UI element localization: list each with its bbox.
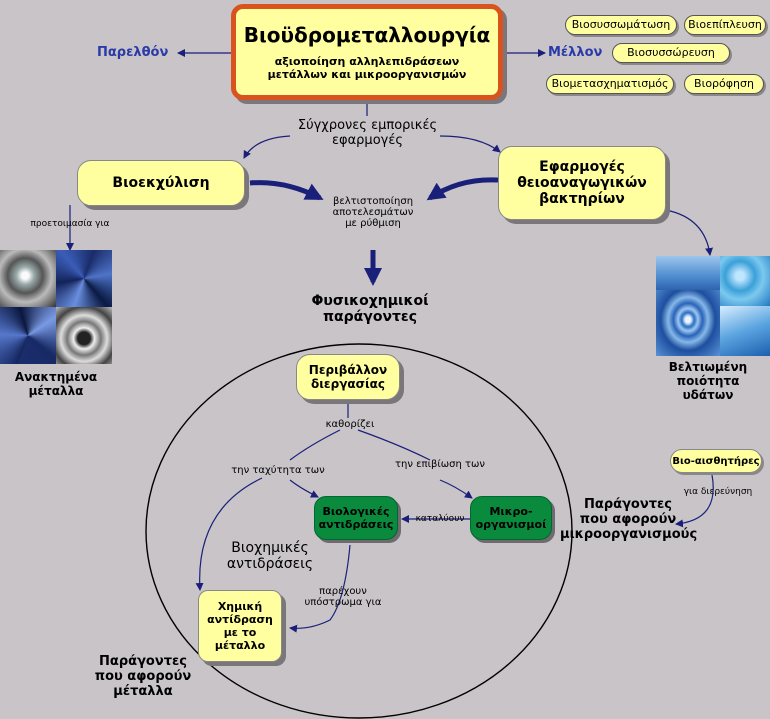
biochemical-line2: αντιδράσεις bbox=[226, 556, 314, 572]
microorganisms-box: Μικρο- οργανισμοί bbox=[470, 496, 552, 540]
modern-apps-label: Σύγχρονες εμπορικές εφαρμογές bbox=[280, 118, 455, 148]
optimization-line2: αποτελεσμάτων bbox=[332, 207, 414, 218]
physchem-factors-label: Φυσικοχημικοί παράγοντες bbox=[290, 293, 450, 325]
recovered-metals-line1: Ανακτημένα bbox=[14, 370, 98, 384]
chemical-reaction-line3: με το bbox=[223, 626, 257, 639]
bio-reactions-box: Βιολογικές αντιδράσεις bbox=[314, 496, 398, 540]
arrow-sulfate-optimization bbox=[426, 177, 499, 201]
physchem-line2: παράγοντες bbox=[322, 309, 418, 325]
bioleaching-label: Βιοεκχύλιση bbox=[112, 175, 210, 191]
provide-substrate-line2: υπόστρωμα για bbox=[304, 597, 382, 608]
bioleaching-box: Βιοεκχύλιση bbox=[77, 160, 245, 206]
biochemical-line1: Βιοχημικές bbox=[231, 540, 309, 556]
arrow-rate-bioreactions bbox=[289, 479, 319, 498]
future-item-biotransformation: Βιομετασχηματισμός bbox=[546, 74, 674, 94]
micro-factors-line2: που αφορούν bbox=[579, 512, 677, 527]
recovered-metals-label: Ανακτημένα μέταλλα bbox=[0, 370, 112, 398]
bio-reactions-line1: Βιολογικές bbox=[322, 505, 390, 518]
optimization-line3: με ρύθμιση bbox=[345, 218, 401, 229]
future-item-bioaccumulation: Βιοσυσσώρευση bbox=[612, 43, 730, 63]
sulfate-apps-line1: Εφαρμογές bbox=[539, 159, 625, 175]
physchem-line1: Φυσικοχημικοί bbox=[311, 293, 429, 309]
recovered-metals-line2: μέταλλα bbox=[28, 384, 84, 398]
sulfate-apps-box: Εφαρμογές θειοαναγωγικών βακτηρίων bbox=[498, 146, 666, 220]
title-subtitle-2: μετάλλων και μικροοργανισμών bbox=[267, 68, 467, 81]
water-quality-line1: Βελτιωμένη bbox=[668, 360, 748, 374]
line-determines-survival bbox=[357, 429, 431, 461]
for-facilitation-label: για διερεύνηση bbox=[683, 487, 753, 497]
process-env-line1: Περιβάλλον bbox=[308, 363, 388, 377]
process-env-line2: διεργασίας bbox=[311, 377, 385, 391]
future-item-biocoagulation: Βιοσυσσωμάτωση bbox=[565, 15, 677, 35]
recovered-metals-image bbox=[0, 250, 112, 364]
catalyze-label: καταλύουν bbox=[415, 514, 465, 524]
pretreatment-label: προετοιμασία για bbox=[30, 219, 110, 229]
metal-factors-line2: που αφορούν bbox=[94, 669, 192, 684]
past-label: Παρελθόν bbox=[97, 45, 169, 60]
chemical-reaction-box: Χημική αντίδραση με το μέταλλο bbox=[198, 590, 282, 662]
biosensors-box: Βιο-αισθητήρες bbox=[670, 449, 762, 473]
process-circle bbox=[145, 343, 573, 719]
water-quality-label: Βελτιωμένη ποιότητα υδάτων bbox=[646, 360, 770, 402]
line-determines-rate bbox=[289, 429, 341, 461]
chemical-reaction-line1: Χημική bbox=[217, 600, 263, 613]
survival-of-label: την επιβίωση των bbox=[395, 459, 485, 470]
arrow-survival-micro bbox=[439, 479, 473, 499]
future-item-biosorption: Βιορόφηση bbox=[684, 74, 764, 94]
future-label: Μέλλον bbox=[548, 45, 603, 60]
biochemical-label: Βιοχημικές αντιδράσεις bbox=[215, 540, 325, 572]
title-box: Βιοϋδρομεταλλουργία αξιοποίηση αλληλεπιδ… bbox=[231, 4, 503, 100]
determines-label: καθορίζει bbox=[325, 419, 375, 430]
modern-apps-line2: εφαρμογές bbox=[332, 133, 403, 148]
chemical-reaction-line2: αντίδραση bbox=[207, 613, 273, 626]
water-quality-line3: υδάτων bbox=[682, 388, 734, 402]
rate-of-label: την ταχύτητα των bbox=[231, 465, 325, 476]
sulfate-apps-line3: βακτηρίων bbox=[539, 191, 625, 207]
bio-reactions-line2: αντιδράσεις bbox=[318, 518, 394, 531]
arrow-bioleaching-optimization bbox=[249, 180, 324, 201]
arrow-rate-chemical bbox=[195, 477, 263, 591]
sulfate-apps-line2: θειοαναγωγικών bbox=[517, 175, 647, 191]
modern-apps-line1: Σύγχρονες εμπορικές bbox=[297, 118, 438, 133]
optimization-line1: βελτιστοποίηση bbox=[332, 196, 414, 207]
water-quality-line2: ποιότητα bbox=[676, 374, 740, 388]
metal-factors-line1: Παράγοντες bbox=[99, 654, 187, 669]
arrow-bioreactions-chemical bbox=[289, 544, 351, 633]
water-image bbox=[656, 256, 770, 356]
future-item-bioflotation: Βιοεπίπλευση bbox=[684, 15, 766, 35]
title-main: Βιοϋδρομεταλλουργία bbox=[243, 23, 491, 47]
metal-factors-line3: μέταλλα bbox=[113, 684, 173, 699]
metal-factors-label: Παράγοντες που αφορούν μέταλλα bbox=[80, 654, 206, 699]
microorganisms-line2: οργανισμοί bbox=[475, 518, 547, 531]
micro-factors-label: Παράγοντες που αφορούν μικροοργανισμούς bbox=[560, 497, 698, 542]
chemical-reaction-line4: μέταλλο bbox=[214, 639, 266, 652]
process-env-box: Περιβάλλον διεργασίας bbox=[296, 354, 400, 400]
micro-factors-line1: Παράγοντες bbox=[584, 497, 672, 512]
arrow-biosensors-factors bbox=[675, 474, 714, 528]
provide-substrate-line1: παρέχουν bbox=[319, 586, 367, 597]
arrow-modern-bioleaching bbox=[243, 135, 291, 159]
optimization-label: βελτιστοποίηση αποτελεσμάτων με ρύθμιση bbox=[313, 196, 433, 229]
microorganisms-line1: Μικρο- bbox=[489, 505, 533, 518]
provide-substrate-label: παρέχουν υπόστρωμα για bbox=[298, 586, 388, 608]
micro-factors-line3: μικροοργανισμούς bbox=[560, 527, 698, 542]
title-subtitle-1: αξιοποίηση αλληλεπιδράσεων bbox=[274, 55, 460, 68]
arrow-modern-sulfate bbox=[439, 135, 501, 153]
biosensors-label: Βιο-αισθητήρες bbox=[672, 455, 760, 467]
arrow-sulfate-water bbox=[665, 209, 714, 256]
